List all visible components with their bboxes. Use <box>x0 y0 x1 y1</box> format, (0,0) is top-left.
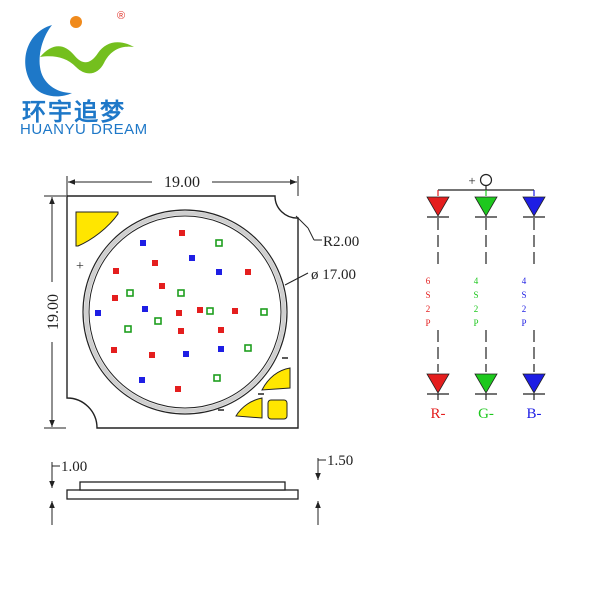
logo-sun <box>70 16 82 28</box>
led-die-red <box>178 328 184 334</box>
supply-terminal <box>479 173 493 187</box>
supply-label: + <box>468 173 475 188</box>
thickness-right-label: 1.50 <box>327 453 353 469</box>
channel-minus-label: B- <box>527 406 542 422</box>
led-die-green <box>215 239 223 247</box>
channel-config-char: 2 <box>474 304 479 314</box>
height-label: 19.00 <box>45 294 62 330</box>
logo-name-english: HUANYU DREAM <box>20 121 148 138</box>
side-dam <box>79 481 286 491</box>
brand-logo <box>25 16 134 97</box>
channel-config-char: 4 <box>474 276 479 286</box>
led-die-blue <box>139 377 145 383</box>
channel-config-char: P <box>425 318 430 328</box>
led-die-red <box>111 347 117 353</box>
channel-config-char: 4 <box>522 276 527 286</box>
led-die-red <box>113 268 119 274</box>
diode-bottom <box>474 373 498 394</box>
led-dies <box>95 230 268 392</box>
led-dam-ring <box>84 211 286 413</box>
led-die-red <box>232 308 238 314</box>
led-die-blue <box>183 351 189 357</box>
channel-minus-label: G- <box>478 406 494 422</box>
led-die-blue <box>189 255 195 261</box>
led-die-blue <box>142 306 148 312</box>
diode-top <box>522 196 546 217</box>
led-die-blue <box>218 346 224 352</box>
logo-name-chinese: 环宇追梦 <box>22 98 126 126</box>
led-circle-outer <box>82 209 288 415</box>
led-die-green <box>126 289 134 297</box>
plus-marker: + <box>76 259 84 274</box>
side-view: 1.00 1.50 <box>49 453 353 525</box>
led-die-red <box>175 386 181 392</box>
corner-radius-label: R2.00 <box>323 234 359 250</box>
pad-top-left <box>75 211 119 247</box>
channel-config-char: P <box>521 318 526 328</box>
led-die-green <box>244 344 252 352</box>
led-die-red <box>197 307 203 313</box>
led-die-green <box>260 308 268 316</box>
led-die-red <box>245 269 251 275</box>
led-die-green <box>154 317 162 325</box>
pad-bottom-right-a <box>261 367 291 391</box>
led-die-blue <box>140 240 146 246</box>
channel-config-char: S <box>425 290 430 300</box>
led-die-blue <box>216 269 222 275</box>
channel-config-char: 2 <box>426 304 431 314</box>
radius-leader-1 <box>295 215 309 229</box>
logo-blue-swoosh <box>25 25 72 97</box>
side-substrate <box>66 489 299 500</box>
logo-green-wave <box>40 42 134 74</box>
channel-config-char: S <box>521 290 526 300</box>
led-die-red <box>218 327 224 333</box>
pad-bottom-right-b <box>235 397 263 419</box>
channel-config-char: 6 <box>426 276 431 286</box>
diode-top <box>426 196 450 217</box>
led-die-red <box>112 295 118 301</box>
diameter-leader <box>284 272 309 286</box>
led-die-red <box>176 310 182 316</box>
pad-bottom-right-c <box>267 399 288 420</box>
led-die-green <box>177 289 185 297</box>
led-circle-inner <box>88 215 282 409</box>
circle-diameter-label: ø 17.00 <box>311 267 356 283</box>
led-die-blue <box>95 310 101 316</box>
led-die-green <box>213 374 221 382</box>
registered-mark: ® <box>117 10 126 22</box>
led-die-red <box>149 352 155 358</box>
substrate-outline <box>66 195 299 429</box>
diode-top <box>474 196 498 217</box>
width-label: 19.00 <box>164 174 200 191</box>
channel-config-char: 2 <box>522 304 527 314</box>
circuit-diagram: + 6S 2P R- 4S 2P G- 4S 2P B- <box>425 173 546 422</box>
channel-config-char: S <box>473 290 478 300</box>
diode-bottom <box>426 373 450 394</box>
channel-config-char: P <box>473 318 478 328</box>
radius-leader-2 <box>307 227 315 241</box>
led-die-green <box>206 307 214 315</box>
led-die-red <box>159 283 165 289</box>
diode-bottom <box>522 373 546 394</box>
led-die-red <box>179 230 185 236</box>
channels: 6S 2P R- 4S 2P G- 4S 2P B- <box>425 190 546 422</box>
led-die-red <box>152 260 158 266</box>
top-view: 19.00 19.00 + <box>44 174 359 429</box>
thickness-left-label: 1.00 <box>61 459 87 475</box>
led-die-green <box>124 325 132 333</box>
channel-minus-label: R- <box>431 406 446 422</box>
